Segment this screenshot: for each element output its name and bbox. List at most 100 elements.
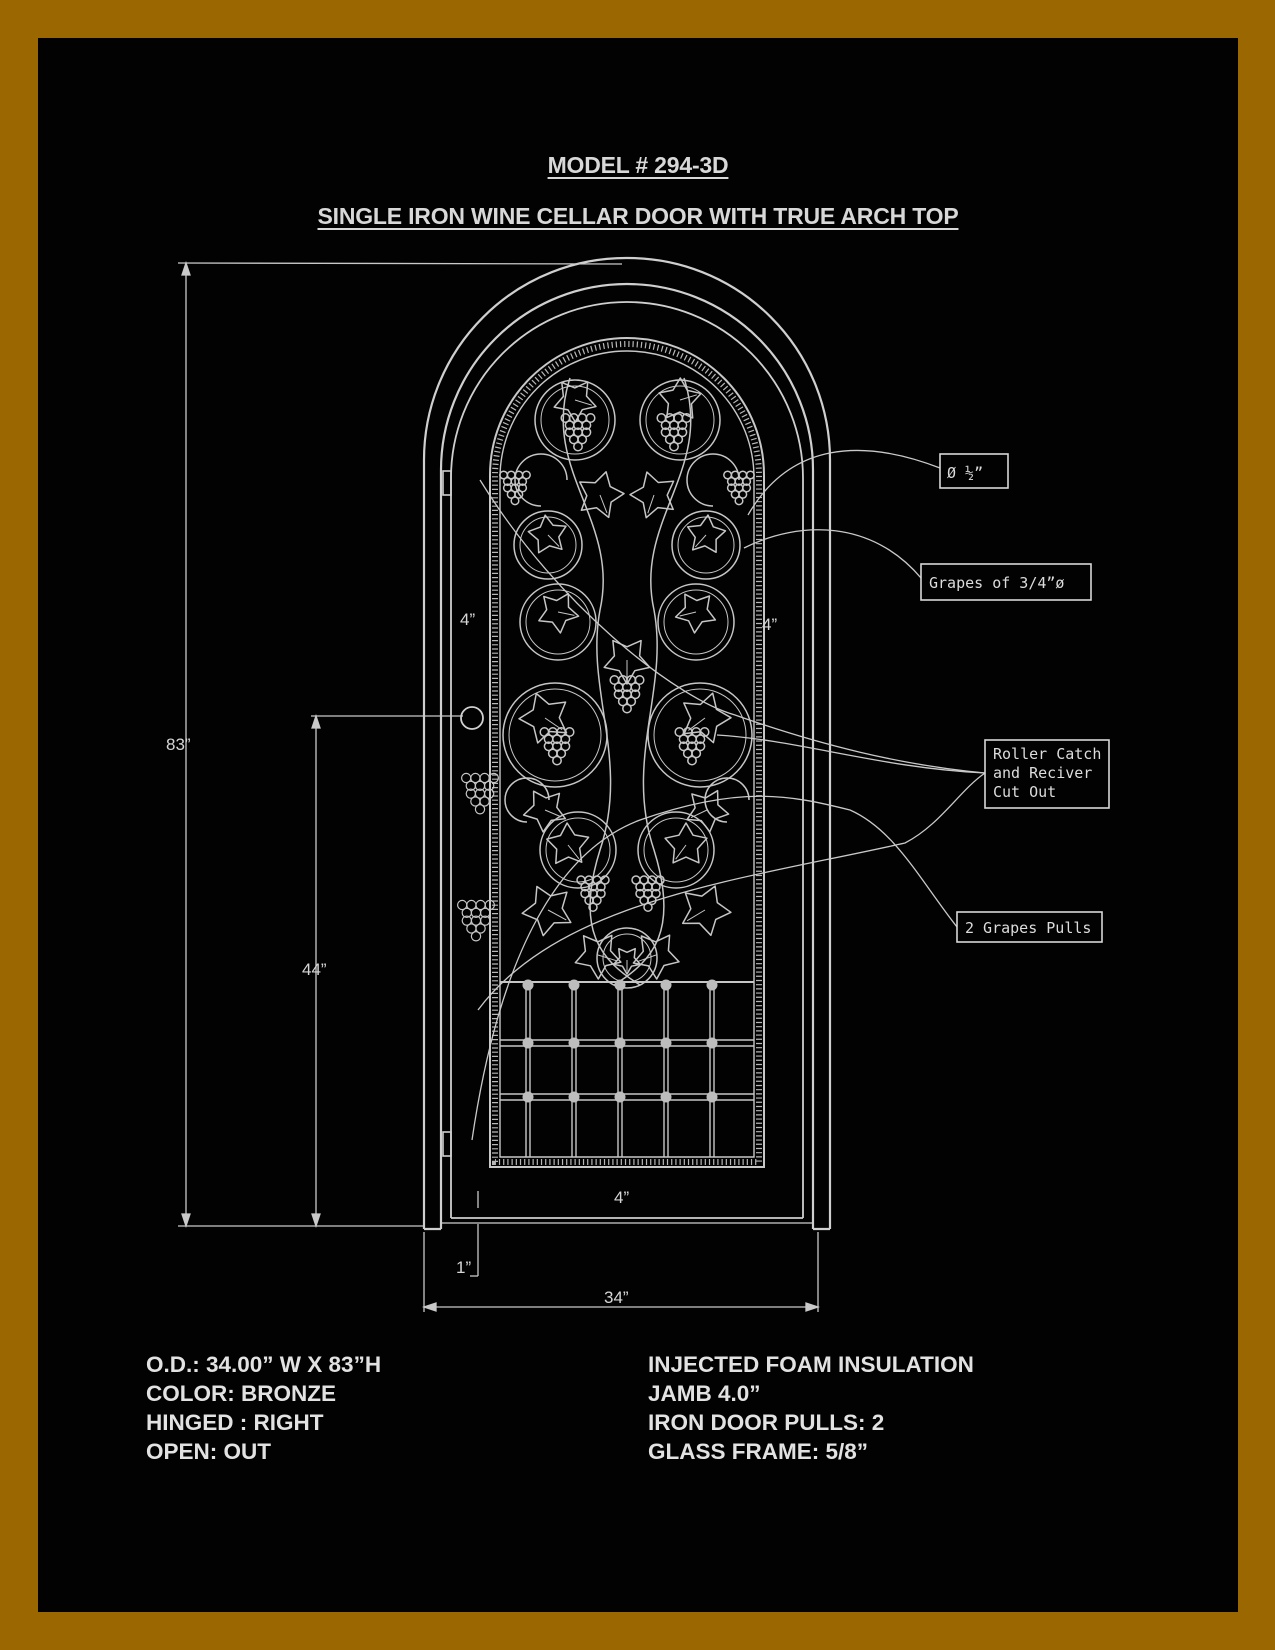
grid-rivet xyxy=(660,1091,672,1103)
callout-grape-pulls: 2 Grapes Pulls xyxy=(956,911,1103,943)
vine-stem-right xyxy=(613,377,692,986)
grape xyxy=(745,470,755,480)
grape xyxy=(673,434,684,445)
scroll-ring xyxy=(502,682,608,788)
callout-bar-diameter-text: Ø ½” xyxy=(947,464,983,482)
scroll-ring-inner xyxy=(663,589,729,655)
grape xyxy=(695,734,706,745)
grid-rivet xyxy=(568,1037,580,1049)
grape xyxy=(738,489,748,499)
scroll-ring xyxy=(596,927,658,989)
scroll-ring-inner xyxy=(677,516,735,574)
grape-leaf xyxy=(664,822,708,864)
grid-rivet xyxy=(706,1037,718,1049)
grid-rivet xyxy=(522,1091,534,1103)
scroll-ring-inner xyxy=(519,516,577,574)
scroll-ring xyxy=(534,379,616,461)
vine-stem-left xyxy=(562,377,641,986)
door-description-title: SINGLE IRON WINE CELLAR DOOR WITH TRUE A… xyxy=(317,203,959,229)
glass-frame xyxy=(489,336,765,1168)
grape-vine-scrollwork xyxy=(499,377,755,989)
grape xyxy=(588,902,598,912)
grape xyxy=(630,689,641,700)
leaf-vein xyxy=(694,534,707,548)
grape xyxy=(480,907,491,919)
grape-pulls xyxy=(457,772,499,942)
leaf-vein xyxy=(597,954,617,962)
grape xyxy=(691,748,702,759)
leaf-vein xyxy=(647,494,655,514)
grape xyxy=(622,703,632,714)
grape xyxy=(677,420,688,431)
dim-right-side-label: 4” xyxy=(762,615,777,634)
spec-jamb: JAMB 4.0” xyxy=(648,1381,761,1406)
grid-rivet xyxy=(660,979,672,991)
callout-roller-catch: Roller Catch and Reciver Cut Out xyxy=(984,739,1110,809)
scroll-ring xyxy=(671,510,741,580)
dim-overall-height-label: 83” xyxy=(166,735,191,754)
grid-rivet xyxy=(614,979,626,991)
grape xyxy=(573,441,583,452)
scroll-ring-inner xyxy=(525,589,591,655)
scroll-ring xyxy=(639,379,721,461)
scroll-ring-inner xyxy=(653,688,747,782)
door-elevation-drawing: 83” 44” 4” 4” 4” 1” 34” Ø ½” Grapes of xyxy=(166,256,1110,1312)
grape xyxy=(699,727,710,737)
spec-open: OPEN: OUT xyxy=(146,1439,272,1464)
grid-rivet xyxy=(568,1091,580,1103)
grape-leaf xyxy=(546,822,590,865)
specs-right-list: INJECTED FOAM INSULATION JAMB 4.0” IRON … xyxy=(648,1350,974,1466)
callout-roller-catch-line-1: Roller Catch xyxy=(993,745,1101,763)
lower-bar-grid xyxy=(500,979,754,1157)
grape xyxy=(518,483,528,493)
grape xyxy=(669,441,679,452)
grape xyxy=(634,675,645,685)
grape xyxy=(479,796,490,807)
grape xyxy=(655,875,665,885)
grape-leaf xyxy=(518,692,568,744)
dim-handle-height-label: 44” xyxy=(302,960,327,979)
grape xyxy=(742,476,752,487)
c-scroll xyxy=(686,453,740,507)
spec-hinged: HINGED : RIGHT xyxy=(146,1410,324,1435)
grape xyxy=(521,470,531,480)
leaf-vein xyxy=(686,909,706,922)
callout-grapes-text: Grapes of 3/4”ø xyxy=(929,574,1064,592)
grape xyxy=(488,772,499,784)
scroll-ring xyxy=(513,510,583,580)
grape xyxy=(480,915,491,926)
grape xyxy=(596,888,606,899)
scroll-ring xyxy=(539,811,617,889)
grape xyxy=(651,888,661,899)
grape xyxy=(677,427,688,438)
grape xyxy=(630,682,641,693)
grape-leaf xyxy=(527,514,567,554)
grape-leaf xyxy=(521,885,572,937)
grape-leaf xyxy=(674,593,717,634)
grape xyxy=(484,780,495,792)
model-title: MODEL # 294-3D xyxy=(547,152,729,178)
door-outer-frame xyxy=(422,256,832,1231)
leaf-vein xyxy=(547,909,567,921)
grid-rivet xyxy=(660,1037,672,1049)
grape xyxy=(585,413,596,423)
grape xyxy=(510,496,520,506)
grape xyxy=(514,489,524,499)
grape xyxy=(577,434,588,445)
spec-color: COLOR: BRONZE xyxy=(146,1381,336,1406)
callout-roller-catch-line-2: and Reciver xyxy=(993,764,1092,782)
leaf-vein xyxy=(547,534,560,547)
grape xyxy=(560,741,571,752)
grape xyxy=(687,755,697,766)
grape-leaf xyxy=(658,377,702,419)
leaf-vein xyxy=(675,844,687,860)
grape-leaf xyxy=(538,592,580,634)
c-scroll xyxy=(504,777,550,823)
c-scroll xyxy=(704,777,750,823)
scroll-ring xyxy=(637,811,715,889)
scroll-ring xyxy=(647,682,753,788)
leaf-vein xyxy=(544,809,562,818)
drawing-board: MODEL # 294-3D SINGLE IRON WINE CELLAR D… xyxy=(38,38,1238,1612)
grape-leaf xyxy=(574,934,622,980)
